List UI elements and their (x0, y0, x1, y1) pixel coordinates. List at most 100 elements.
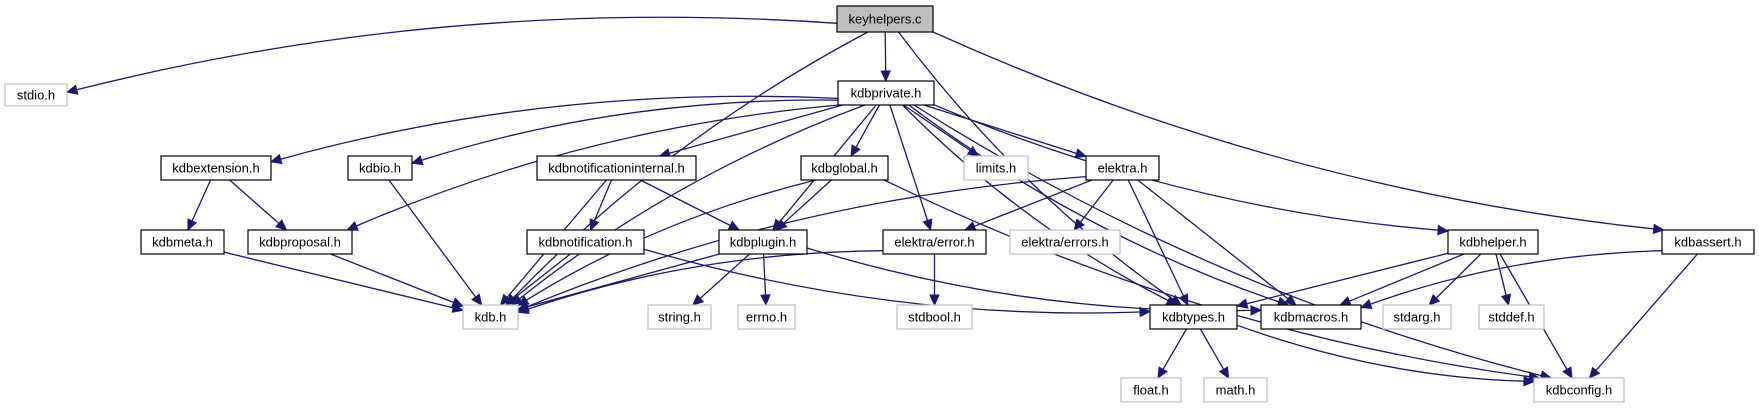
node-kdbglobal-h[interactable]: kdbglobal.h (800, 155, 889, 181)
node-label: kdbprivate.h (851, 86, 922, 101)
edge-kdbprivate-h-to-kdbmacros-h (908, 104, 1280, 303)
node-box (1533, 377, 1625, 403)
edge-kdbglobal-h-to-kdb-h (526, 179, 817, 301)
node-box (647, 304, 712, 330)
node-box (737, 304, 796, 330)
arrowhead-icon (922, 218, 933, 232)
node-elektra-error-h[interactable]: elektra/error.h (882, 229, 987, 255)
edge-elektra-h-to-kdbtypes-h (1127, 179, 1185, 297)
node-label: kdbnotificationinternal.h (548, 161, 685, 176)
edge-kdbnotificationinternal-h-to-kdbplugin-h (640, 179, 731, 227)
node-label: errno.h (746, 310, 787, 325)
node-label: kdbhelper.h (1459, 235, 1526, 250)
edge-kdbassert-h-to-kdbmacros-h (1370, 250, 1663, 305)
node-label: kdbmeta.h (152, 235, 213, 250)
node-kdbhelper-h[interactable]: kdbhelper.h (1447, 229, 1539, 255)
node-label: stdbool.h (908, 310, 961, 325)
node-box (462, 304, 519, 330)
node-elektra-h[interactable]: elektra.h (1085, 155, 1160, 181)
edge-kdbio-h-to-kdb-h (388, 179, 477, 298)
node-label: float.h (1133, 383, 1168, 398)
arrowhead-icon (1250, 305, 1263, 316)
node-box (247, 229, 353, 255)
edge-kdbglobal-h-to-kdbplugin-h (783, 179, 832, 224)
node-kdbconfig-h: kdbconfig.h (1533, 377, 1625, 403)
arrowhead-icon (929, 294, 940, 307)
node-box (882, 229, 987, 255)
node-box (140, 229, 225, 255)
node-kdbio-h[interactable]: kdbio.h (347, 155, 413, 181)
arrowhead-icon (1588, 366, 1601, 379)
edge-elektra-h-to-elektra-errors-h (1079, 179, 1114, 223)
node-limits-h: limits.h (963, 155, 1029, 181)
arrowhead-icon (1218, 366, 1230, 380)
arrowhead-icon (1338, 296, 1352, 306)
node-label: kdbplugin.h (730, 235, 797, 250)
arrowhead-icon (1500, 293, 1512, 307)
arrowhead-icon (1562, 366, 1573, 380)
edge-kdbproposal-h-to-kdb-h (330, 253, 454, 304)
arrowhead-icon (346, 220, 359, 231)
edge-kdbplugin-h-to-errno-h (762, 253, 767, 296)
edge-kdbhelper-h-to-kdbmacros-h (1349, 253, 1465, 302)
node-kdbmeta-h[interactable]: kdbmeta.h (140, 229, 225, 255)
node-label: kdbnotification.h (539, 235, 633, 250)
node-kdbplugin-h[interactable]: kdbplugin.h (718, 229, 808, 255)
node-kdbextension-h[interactable]: kdbextension.h (160, 155, 272, 181)
node-kdbproposal-h[interactable]: kdbproposal.h (247, 229, 353, 255)
node-kdbnotification-h[interactable]: kdbnotification.h (526, 229, 645, 255)
arrowhead-icon (471, 293, 483, 306)
arrowhead-icon (1074, 148, 1088, 159)
node-kdbmacros-h[interactable]: kdbmacros.h (1260, 304, 1362, 330)
node-kdbassert-h[interactable]: kdbassert.h (1661, 229, 1755, 255)
node-kdbnotificationinternal-h[interactable]: kdbnotificationinternal.h (536, 155, 697, 181)
arrowhead-icon (1428, 293, 1441, 306)
node-label: kdbconfig.h (1546, 383, 1613, 398)
node-label: elektra.h (1098, 161, 1148, 176)
node-label: kdbtypes.h (1162, 310, 1225, 325)
arrowhead-icon (966, 145, 980, 157)
edge-keyhelpers-c-to-stdio-h (76, 16, 838, 91)
node-box (718, 229, 808, 255)
arrowhead-icon (1523, 375, 1536, 387)
node-label: limits.h (976, 161, 1016, 176)
edge-kdbprivate-h-to-kdbextension-h (280, 95, 839, 160)
arrowhead-icon (269, 153, 283, 165)
edge-kdbprivate-h-to-kdbhelper-h (933, 104, 1439, 231)
node-box (1447, 229, 1539, 255)
edge-kdbprivate-h-to-elektra-error-h (889, 104, 929, 221)
edge-keyhelpers-c-to-kdb-h (512, 31, 869, 299)
node-kdb-h: kdb.h (462, 304, 519, 330)
node-kdbprivate-h[interactable]: kdbprivate.h (837, 80, 935, 106)
node-kdbtypes-h[interactable]: kdbtypes.h (1149, 304, 1238, 330)
edge-kdbtypes-h-to-math-h (1199, 328, 1225, 370)
node-box (1382, 304, 1452, 330)
arrowhead-icon (1437, 224, 1450, 236)
edge-elektra-h-to-elektra-error-h (974, 179, 1093, 227)
edge-kdbextension-h-to-kdbmeta-h (191, 179, 212, 222)
arrowhead-icon (880, 70, 891, 83)
edge-elektra-h-to-kdb-h (526, 175, 1087, 308)
node-label: stdarg.h (1394, 310, 1441, 325)
node-stdbool-h: stdbool.h (896, 304, 973, 330)
node-label: keyhelpers.c (849, 12, 922, 27)
edge-kdbprivate-h-to-kdbio-h (421, 99, 839, 161)
arrowhead-icon (1652, 223, 1665, 235)
edge-kdbprivate-h-to-kdbtypes-h (902, 104, 1169, 302)
edge-kdbtypes-h-to-kdbconfig-h (1236, 324, 1525, 382)
node-label: elektra/errors.h (1021, 235, 1108, 250)
edge-keyhelpers-c-to-kdbassert-h (932, 31, 1654, 230)
node-keyhelpers-c[interactable]: keyhelpers.c (836, 5, 934, 33)
edge-kdbnotification-h-to-kdb-h (513, 253, 571, 300)
node-box (1085, 155, 1160, 181)
node-label: kdbextension.h (172, 161, 259, 176)
arrowhead-icon (410, 155, 424, 166)
arrowhead-icon (504, 294, 518, 306)
edge-kdbprivate-h-to-kdbglobal-h (855, 104, 880, 148)
node-stdarg-h: stdarg.h (1382, 304, 1452, 330)
edge-kdbplugin-h-to-kdb-h (527, 253, 720, 308)
edge-elektra-error-h-to-kdb-h (527, 250, 884, 310)
node-label: elektra/error.h (894, 235, 974, 250)
